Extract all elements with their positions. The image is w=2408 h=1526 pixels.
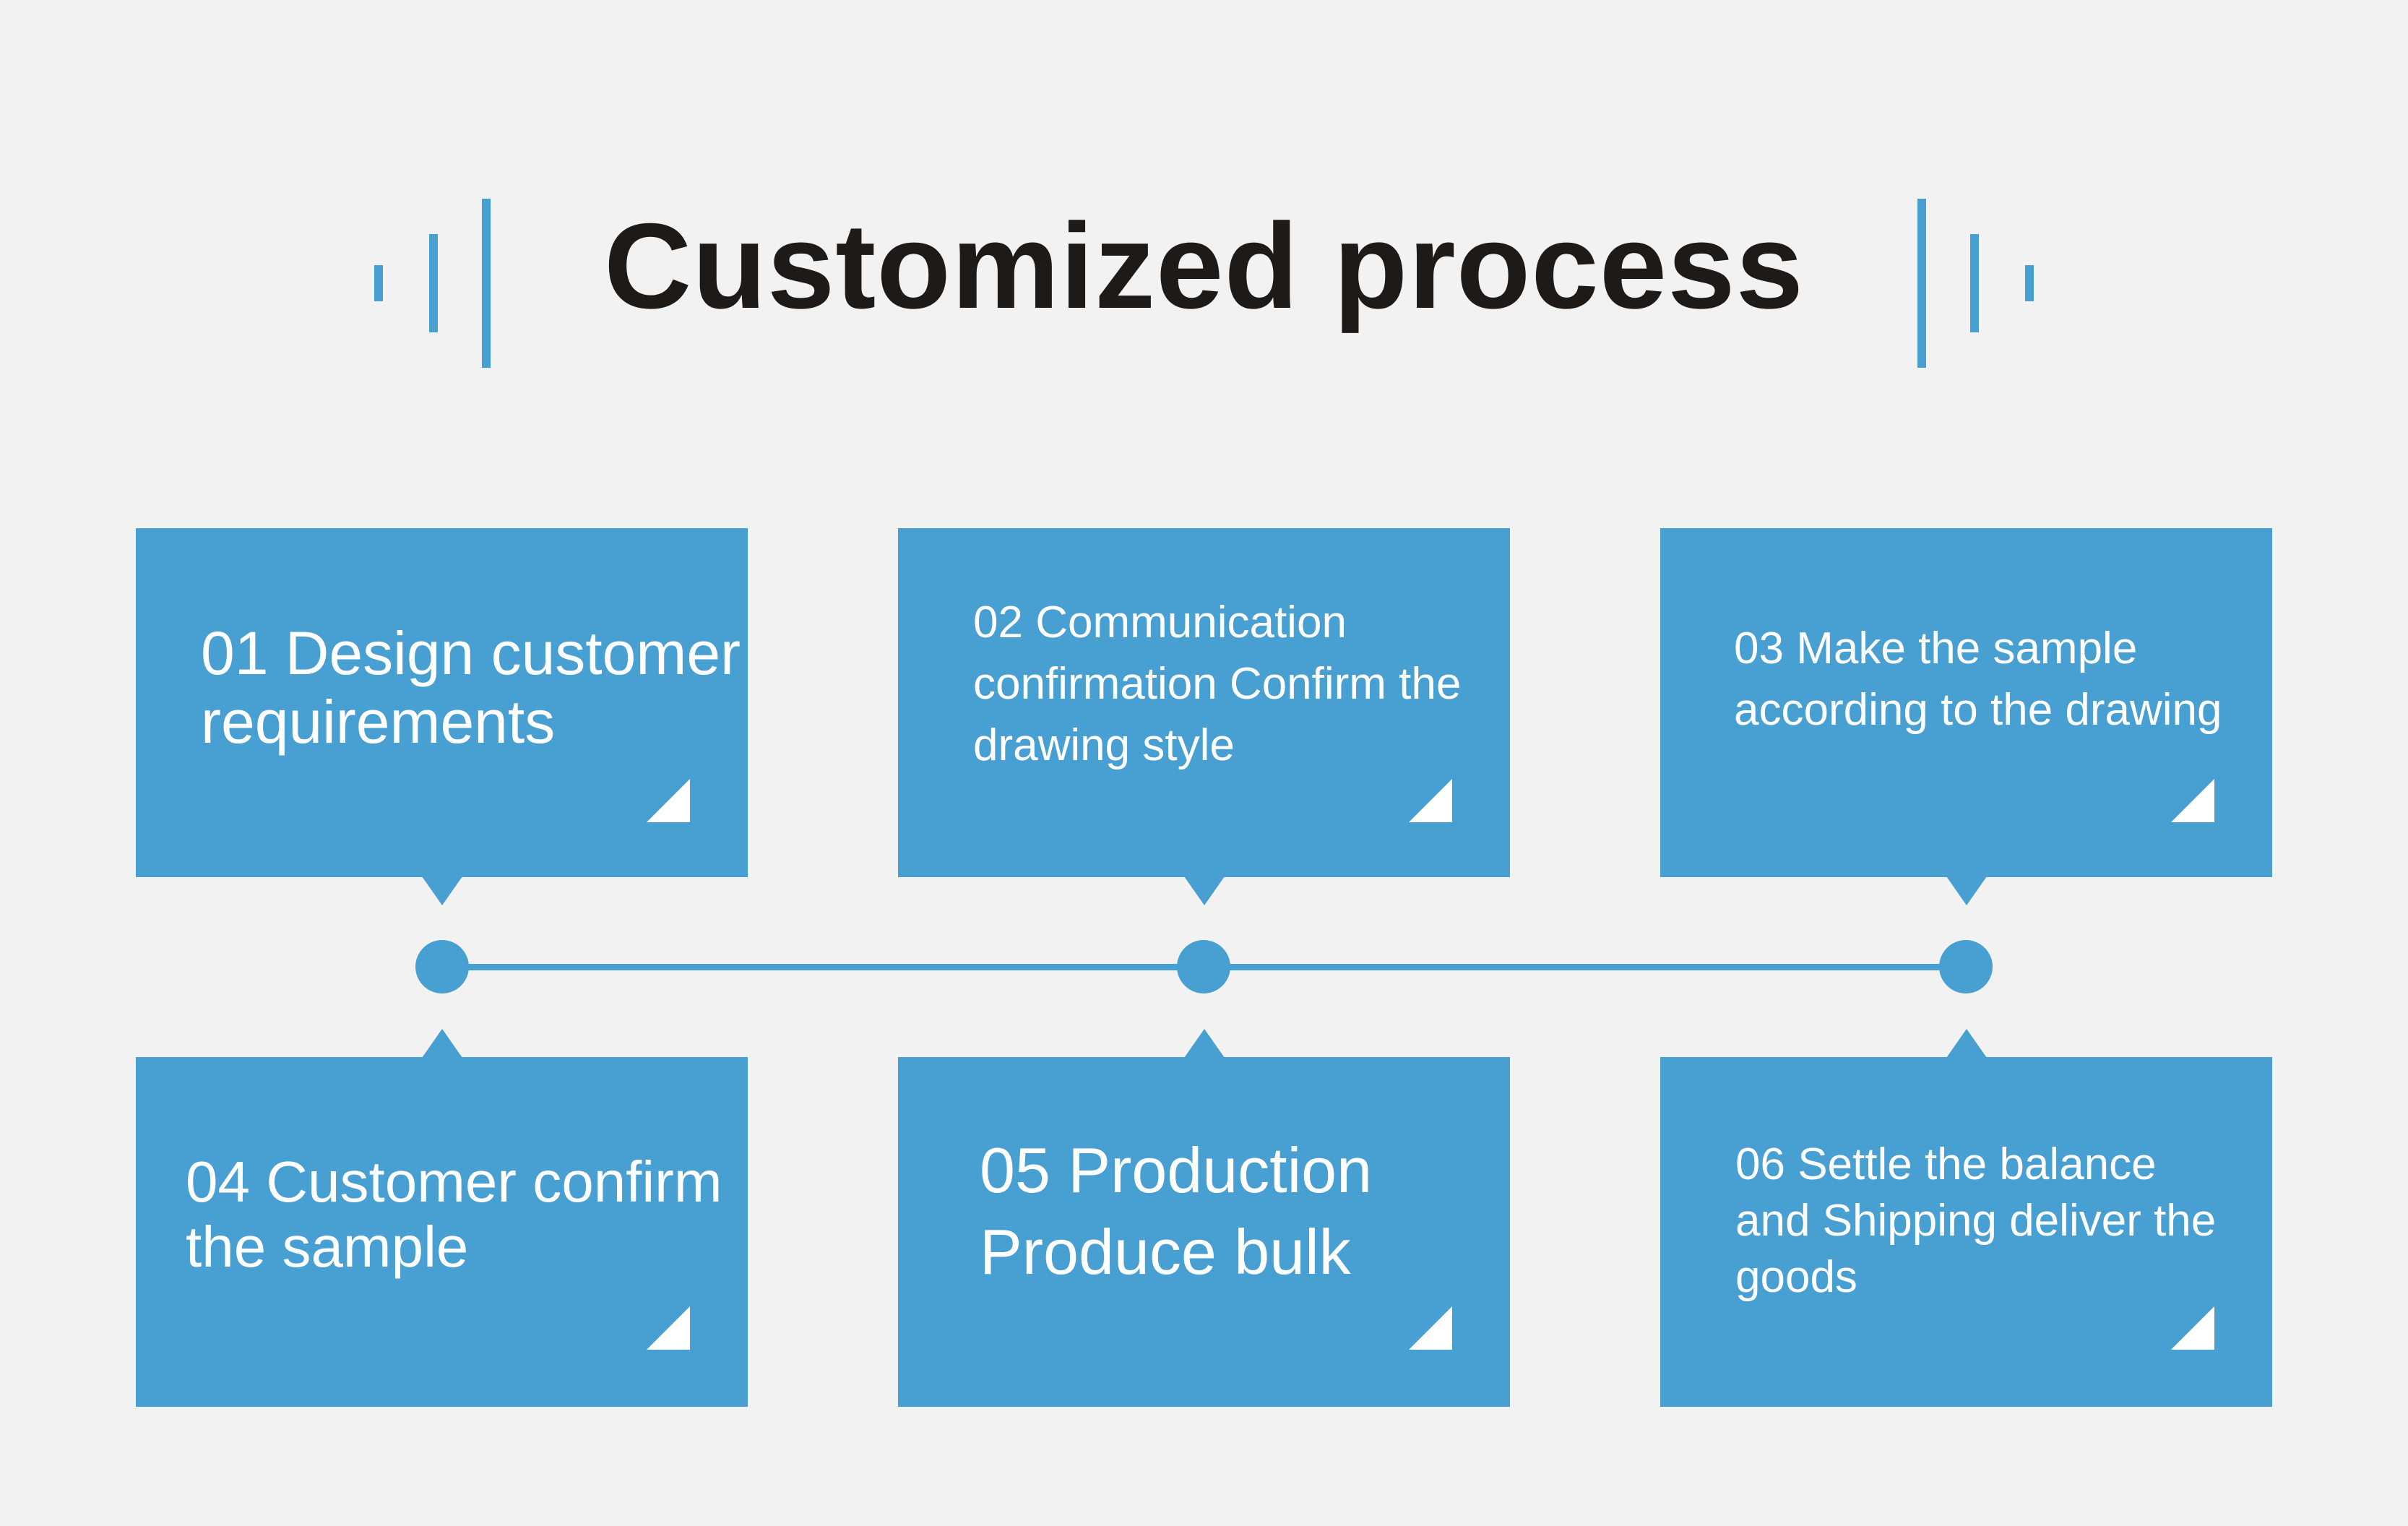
step-05-line-1: 05 Production [980, 1134, 1373, 1206]
step-text-01: 01 Design customer requirements [201, 619, 741, 756]
step-06-line-1: 06 Settle the balance [1735, 1139, 2157, 1189]
step-card-04: 04 Customer confirm the sample [136, 1057, 748, 1407]
step-05-line-2: Produce bulk [980, 1216, 1351, 1288]
step-text-04: 04 Customer confirm the sample [186, 1150, 722, 1280]
corner-triangle-icon [2171, 1306, 2214, 1350]
step-03-line-2: according to the drawing [1734, 685, 2222, 735]
step-card-01: 01 Design customer requirements [136, 528, 748, 877]
step-01-line-2: requirements [201, 688, 556, 756]
step-pointer-03 [1946, 876, 1987, 905]
timeline-node-3 [1939, 940, 1993, 993]
timeline-node-2 [1177, 940, 1230, 993]
step-04-line-1: 04 Customer confirm [186, 1150, 722, 1214]
timeline-node-1 [415, 940, 469, 993]
step-card-06: 06 Settle the balance and Shipping deliv… [1660, 1057, 2272, 1407]
step-06-line-2: and Shipping deliver the [1735, 1196, 2217, 1246]
title-decoration-right-long [1917, 199, 1926, 368]
step-card-02: 02 Communication confirmation Confirm th… [898, 528, 1510, 877]
step-02-line-2: confirmation Confirm the [973, 659, 1462, 709]
step-03-line-1: 03 Make the sample [1734, 624, 2138, 673]
title-decoration-left-short [374, 265, 383, 301]
step-02-line-3: drawing style [973, 720, 1235, 770]
corner-triangle-icon [647, 1306, 690, 1350]
step-card-03: 03 Make the sample according to the draw… [1660, 528, 2272, 877]
step-pointer-06 [1946, 1029, 1987, 1058]
step-text-02: 02 Communication confirmation Confirm th… [973, 592, 1461, 776]
step-04-line-2: the sample [186, 1215, 469, 1279]
title-decoration-right-medium [1970, 234, 1979, 332]
step-01-line-1: 01 Design customer [201, 619, 741, 687]
step-pointer-01 [422, 876, 462, 905]
step-text-03: 03 Make the sample according to the draw… [1734, 618, 2222, 741]
title-decoration-right-short [2025, 265, 2034, 301]
step-pointer-02 [1184, 876, 1225, 905]
step-card-05: 05 Production Produce bulk [898, 1057, 1510, 1407]
step-pointer-05 [1184, 1029, 1225, 1058]
title-decoration-left-medium [429, 234, 438, 332]
corner-triangle-icon [647, 779, 690, 822]
step-text-06: 06 Settle the balance and Shipping deliv… [1735, 1137, 2216, 1306]
page-title: Customized process [603, 198, 1805, 334]
corner-triangle-icon [2171, 779, 2214, 822]
step-text-05: 05 Production Produce bulk [980, 1129, 1372, 1293]
corner-triangle-icon [1409, 779, 1452, 822]
step-06-line-3: goods [1735, 1252, 1857, 1302]
title-decoration-left-long [482, 199, 491, 368]
step-02-line-1: 02 Communication [973, 598, 1347, 647]
step-pointer-04 [422, 1029, 462, 1058]
corner-triangle-icon [1409, 1306, 1452, 1350]
